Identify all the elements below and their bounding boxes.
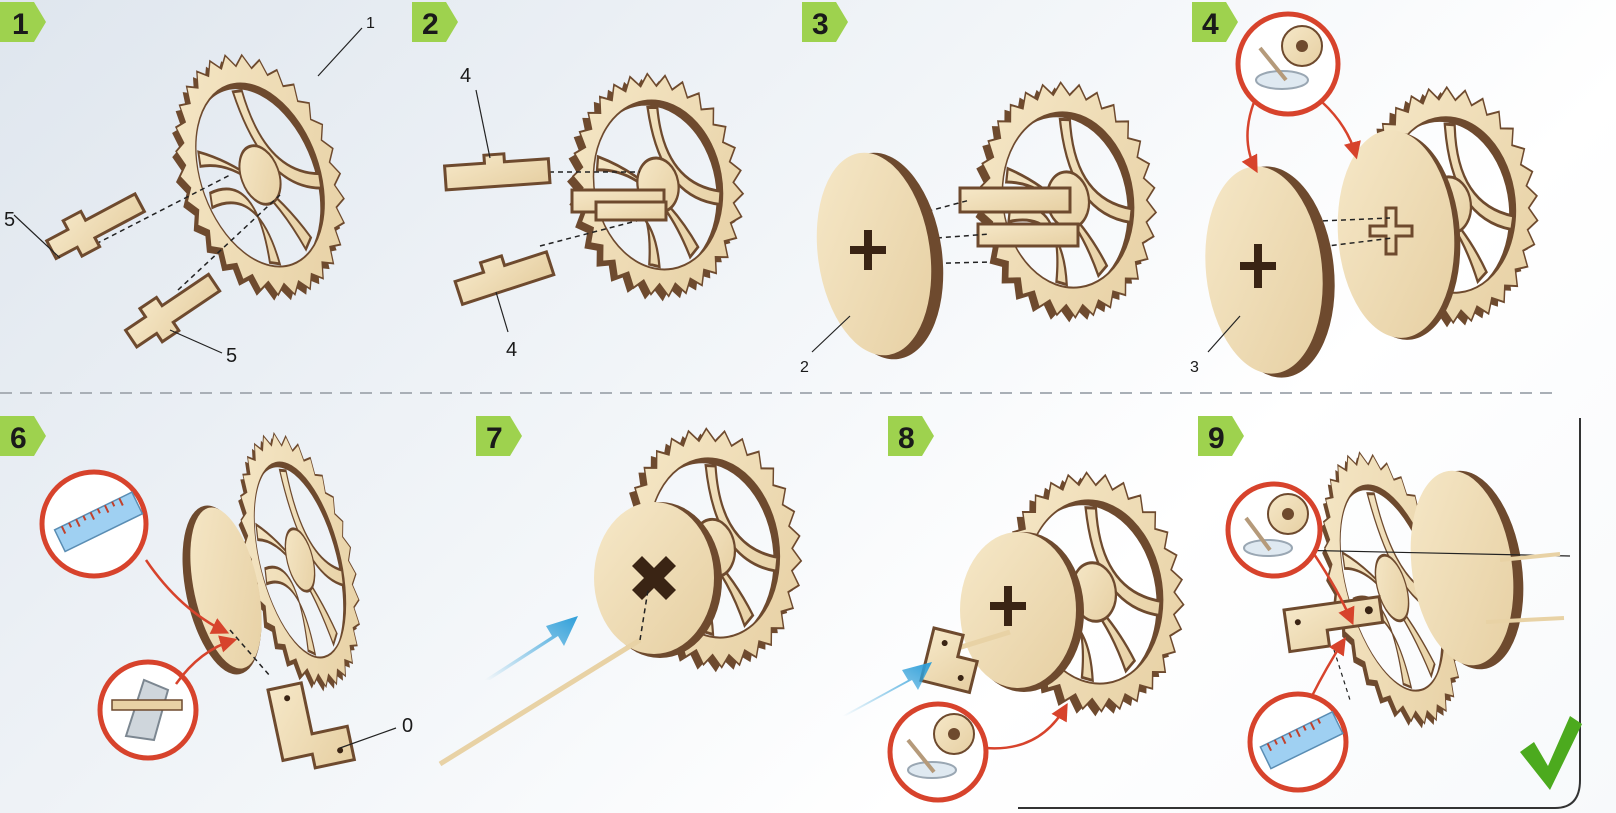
gear-icon xyxy=(1282,26,1322,66)
ruler-callout xyxy=(1250,694,1346,790)
axle-part xyxy=(120,266,225,355)
round-plate xyxy=(594,502,722,658)
step-3-illustration: 2 xyxy=(800,72,1171,376)
step-9-illustration xyxy=(1228,438,1582,790)
glue-callout xyxy=(1228,484,1320,576)
part-number-label: 3 xyxy=(1190,359,1199,376)
part-number-label: 5 xyxy=(226,345,237,367)
axle-part xyxy=(42,185,149,267)
step-badge-8: 8 xyxy=(888,416,934,456)
step-badge-1: 1 xyxy=(0,2,46,42)
bracket-part xyxy=(1284,597,1385,652)
svg-text:6: 6 xyxy=(10,422,27,455)
step-badge-6: 6 xyxy=(0,416,46,456)
step-badge-7: 7 xyxy=(476,416,522,456)
step-6-illustration: 0 xyxy=(42,422,413,774)
round-plate xyxy=(1195,160,1344,383)
part-number-label: 1 xyxy=(366,15,375,32)
gear-wheel xyxy=(139,32,376,324)
axle-part xyxy=(452,242,554,304)
round-plate xyxy=(960,532,1084,692)
bracket-part xyxy=(268,675,354,774)
part-number-label: 0 xyxy=(402,715,413,737)
part-number-label: 2 xyxy=(800,359,809,376)
step-8-illustration xyxy=(842,462,1199,800)
step-4-illustration: 3 xyxy=(1190,14,1550,384)
gear-wheel xyxy=(549,61,760,315)
svg-text:2: 2 xyxy=(422,8,439,41)
step-badge-2: 2 xyxy=(412,2,458,42)
axle-part xyxy=(444,151,550,190)
svg-text:4: 4 xyxy=(1202,8,1219,41)
round-plate xyxy=(804,145,956,367)
glue-callout xyxy=(890,704,986,800)
glue-callout xyxy=(1238,14,1338,114)
gear-icon xyxy=(1268,494,1308,534)
part-number-label: 4 xyxy=(460,65,471,87)
step-7-illustration xyxy=(440,418,817,764)
step-badge-4: 4 xyxy=(1192,2,1238,42)
direction-arrow-icon xyxy=(484,616,578,680)
axle-stick xyxy=(440,640,640,764)
step-badge-3: 3 xyxy=(802,2,848,42)
part-number-label: 4 xyxy=(506,339,517,361)
step-badge-9: 9 xyxy=(1198,416,1244,456)
checkmark-icon xyxy=(1520,716,1582,790)
svg-text:3: 3 xyxy=(812,8,829,41)
part-number-label: 5 xyxy=(4,209,15,231)
step-1-illustration: 5 1 5 xyxy=(4,15,377,367)
ruler-callout xyxy=(42,472,146,576)
svg-text:9: 9 xyxy=(1208,422,1225,455)
svg-text:7: 7 xyxy=(486,422,503,455)
step-2-illustration: 4 4 xyxy=(444,61,761,361)
svg-text:8: 8 xyxy=(898,422,915,455)
gear-icon xyxy=(934,714,974,754)
svg-text:1: 1 xyxy=(12,8,29,41)
